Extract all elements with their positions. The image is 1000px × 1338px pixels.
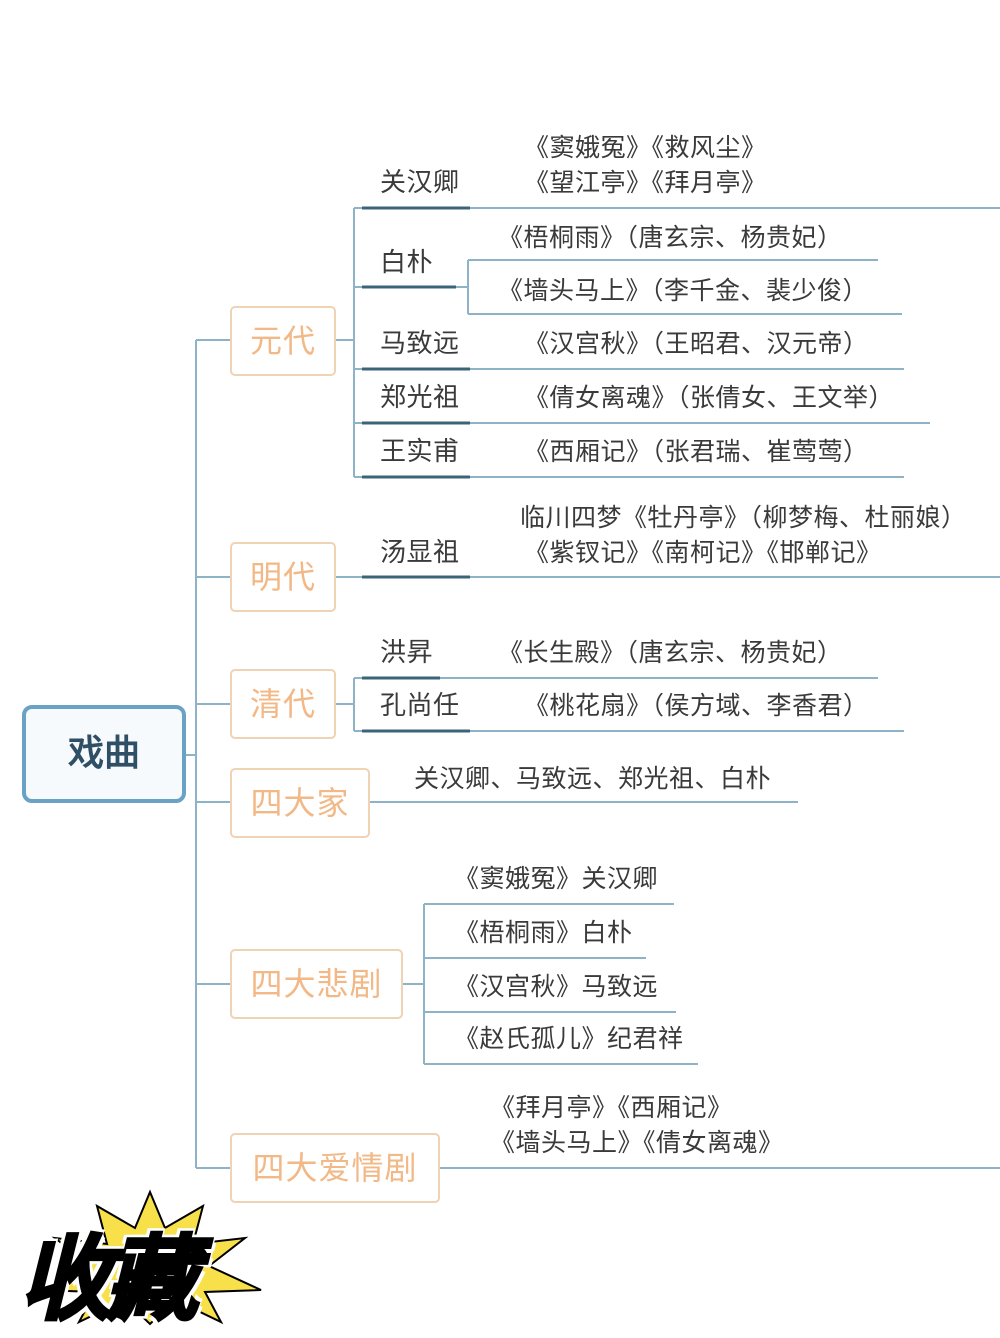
author-guan-hanqing: 关汉卿 (380, 168, 460, 198)
work-wang: 《西厢记》（张君瑞、崔莺莺） (524, 437, 869, 466)
work-zheng: 《倩女离魂》（张倩女、王文举） (524, 383, 895, 412)
work-ma: 《汉宫秋》（王昭君、汉元帝） (524, 329, 869, 358)
works-guan-line1: 《窦娥冤》《救风尘》 (524, 133, 767, 162)
collect-stamp-text: 收藏 (18, 1225, 199, 1335)
branch-four-tragedies: 四大悲剧 (230, 949, 403, 1019)
tragedy-item-2: 《梧桐雨》白朴 (454, 918, 633, 947)
tragedy-item-1: 《窦娥冤》关汉卿 (454, 864, 659, 893)
starburst-icon (38, 1189, 262, 1326)
branch-ming: 明代 (230, 542, 336, 612)
work-bai-2: 《墙头马上》（李千金、裴少俊） (498, 276, 869, 305)
work-bai-1: 《梧桐雨》（唐玄宗、杨贵妃） (498, 223, 843, 252)
branch-yuan: 元代 (230, 306, 336, 376)
work-kong: 《桃花扇》（侯方域、李香君） (524, 691, 869, 720)
author-wang-shifu: 王实甫 (380, 437, 460, 467)
works-tang-line2: 《紫钗记》《南柯记》《邯郸记》 (524, 538, 882, 567)
branch-qing: 清代 (230, 669, 336, 739)
author-kong-shangren: 孔尚任 (380, 691, 460, 721)
tragedy-item-4: 《赵氏孤儿》纪君祥 (454, 1024, 684, 1053)
works-tang-line1: 临川四梦《牡丹亭》（柳梦梅、杜丽娘） (520, 503, 967, 532)
love-line-2: 《墙头马上》《倩女离魂》 (490, 1128, 784, 1157)
work-hong: 《长生殿》（唐玄宗、杨贵妃） (498, 638, 843, 667)
author-ma-zhiyuan: 马致远 (380, 329, 460, 359)
branch-four-love: 四大爱情剧 (230, 1133, 440, 1203)
works-guan-line2: 《望江亭》《拜月亭》 (524, 168, 767, 197)
author-hong-sheng: 洪昇 (380, 638, 434, 668)
author-zheng-guangzu: 郑光祖 (380, 383, 460, 413)
branch-four-masters: 四大家 (230, 768, 370, 838)
author-tang-xianzu: 汤显祖 (380, 538, 460, 568)
love-line-1: 《拜月亭》《西厢记》 (490, 1093, 733, 1122)
four-masters-text: 关汉卿、马致远、郑光祖、白朴 (414, 764, 772, 793)
tragedy-item-3: 《汉宫秋》马致远 (454, 972, 659, 1001)
root-node: 戏曲 (22, 705, 186, 803)
author-bai-pu: 白朴 (380, 248, 434, 278)
